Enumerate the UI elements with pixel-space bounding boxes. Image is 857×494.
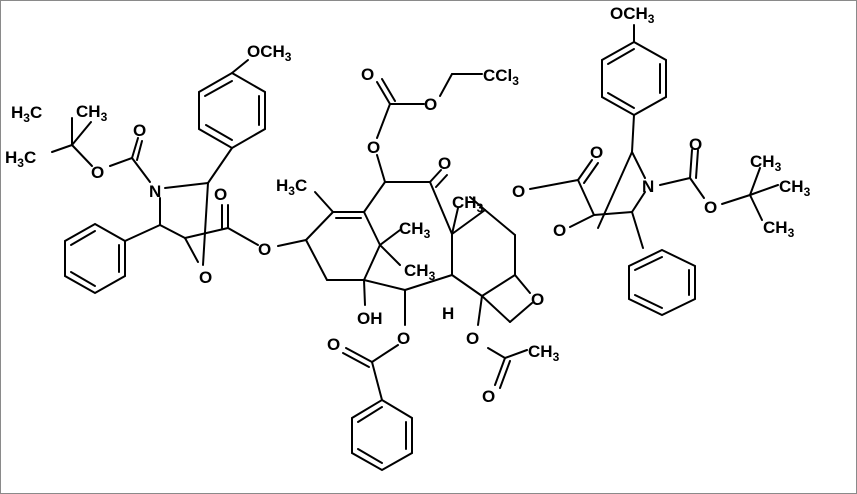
ccl3-label: CCl3 xyxy=(483,66,519,88)
o-label-carbonate-top: O xyxy=(361,65,374,84)
ch3-label-right-mid: CH3 xyxy=(779,177,811,199)
o-label-right-link: O xyxy=(512,182,525,201)
o-label-left-boc-ester: O xyxy=(91,163,104,182)
oh-label: OH xyxy=(357,309,383,328)
o-label-carbonate-mid: O xyxy=(424,95,437,114)
o-label-left-boc-carbonyl: O xyxy=(133,121,146,140)
o-label-left-ester-carbonyl: O xyxy=(214,185,227,204)
o-label-benzoate-carbonyl: O xyxy=(327,335,340,354)
ch3-label-right-top: CH3 xyxy=(750,152,782,174)
och3-label-left: OCH3 xyxy=(247,42,292,64)
h3c-label-boc-left-bottom: H3C xyxy=(5,148,36,170)
o-label-right-ring: O xyxy=(553,221,566,240)
bond-lines xyxy=(51,24,779,472)
n-label-left: N xyxy=(149,182,161,201)
o-label-acetate-link: O xyxy=(466,329,479,348)
o-label-right-ester-carbonyl: O xyxy=(590,143,603,162)
o-label-left-ring: O xyxy=(199,268,212,287)
ch3-label-right-bottom: CH3 xyxy=(763,218,795,240)
o-label-ketone: O xyxy=(438,154,451,173)
ch3-label-acetate: CH3 xyxy=(528,342,560,364)
o-label-left-link: O xyxy=(258,240,271,259)
ch3-label-c8: CH3 xyxy=(452,193,484,215)
och3-label-right: OCH3 xyxy=(610,4,655,26)
n-label-right: N xyxy=(642,177,654,196)
ch3-label-gem-2: CH3 xyxy=(404,261,436,283)
o-label-right-boc-carbonyl: O xyxy=(689,135,702,154)
o-label-oxetane: O xyxy=(531,290,544,309)
o-label-benzoate-link: O xyxy=(397,329,410,348)
h3c-label-ring: H3C xyxy=(276,176,307,198)
ch3-label-boc-left-top: CH3 xyxy=(76,102,108,124)
o-label-carbonate-link: O xyxy=(367,138,380,157)
o-label-right-boc-ester: O xyxy=(704,198,717,217)
ch3-label-gem-1: CH3 xyxy=(399,219,431,241)
o-label-acetate-carbonyl: O xyxy=(482,387,495,406)
h3c-label-boc-left-top: H3C xyxy=(11,103,42,125)
h-label: H xyxy=(442,304,454,323)
atom-labels: OCH3 OCH3 CCl3 H3C CH3 H3C O O N O O O H… xyxy=(5,4,811,406)
